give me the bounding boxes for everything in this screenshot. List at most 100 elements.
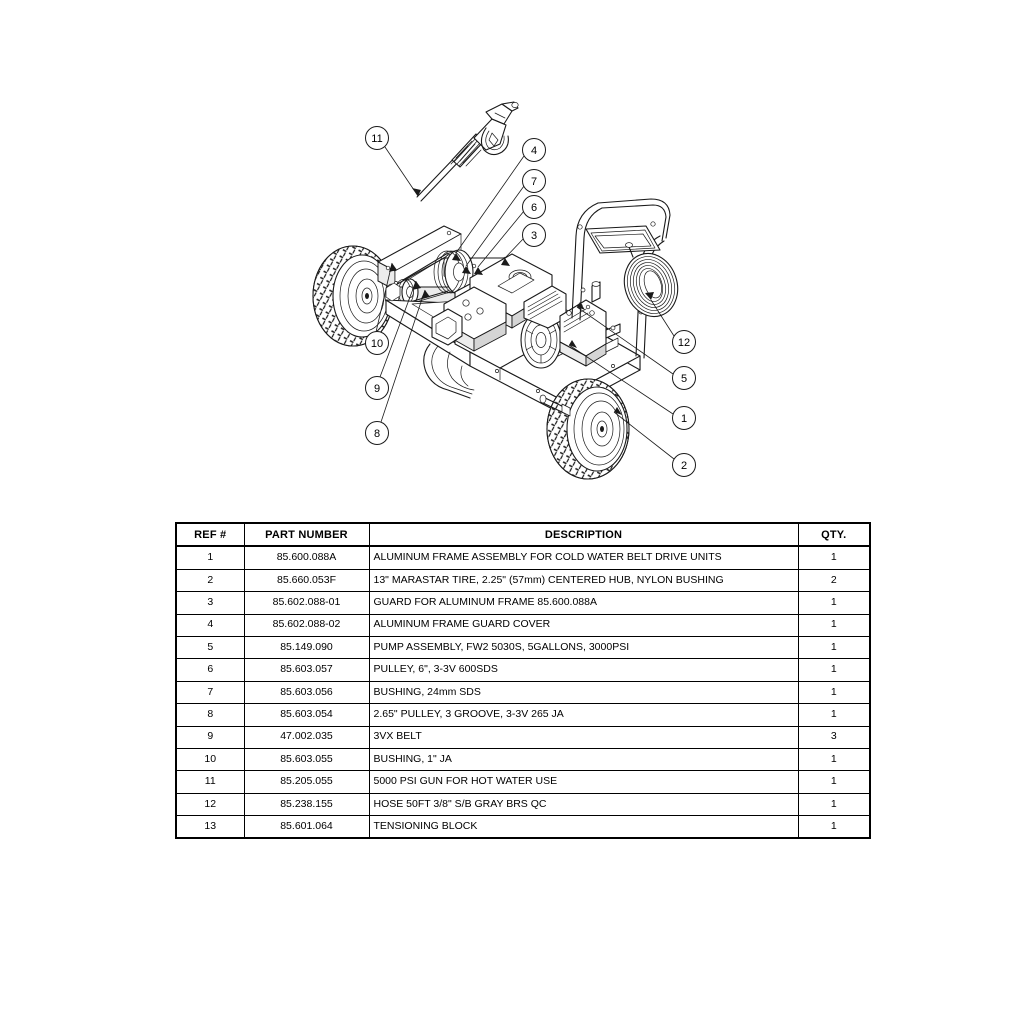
callout-bubble-7: 7: [522, 169, 546, 193]
cell-desc: BUSHING, 1" JA: [368, 747, 799, 772]
callout-label-6: 6: [531, 202, 537, 214]
callout-label-12: 12: [678, 337, 690, 349]
callout-label-10: 10: [371, 338, 383, 350]
leader-9: [379, 280, 417, 378]
callout-bubble-9: 9: [365, 376, 389, 400]
leader-7: [465, 185, 525, 267]
right-tire-graphic: [539, 378, 630, 480]
callout-leader-lines: [375, 146, 675, 460]
cell-part: 85.602.088-02: [243, 613, 370, 637]
leader-6: [477, 210, 525, 268]
cell-ref: 4: [175, 613, 245, 637]
assembly-illustration: .ln { fill:none; stroke:#1a1a1a; stroke-…: [0, 0, 1024, 500]
cell-qty: 1: [797, 591, 871, 615]
cell-qty: 2: [797, 568, 871, 593]
column-header-part: PART NUMBER: [243, 522, 370, 548]
cell-qty: 1: [797, 635, 871, 660]
cell-part: 85.601.064: [243, 815, 370, 839]
cell-part: 47.002.035: [243, 725, 370, 749]
callout-bubble-6: 6: [522, 195, 546, 219]
callout-bubble-4: 4: [522, 138, 546, 162]
leader-3: [504, 237, 525, 259]
callout-label-9: 9: [374, 383, 380, 395]
cell-ref: 7: [175, 680, 245, 705]
leader-11: [384, 146, 419, 197]
cell-ref: 13: [175, 815, 245, 839]
leader-8: [380, 289, 426, 423]
cell-ref: 8: [175, 703, 245, 727]
callout-bubble-5: 5: [672, 366, 696, 390]
cell-ref: 6: [175, 658, 245, 682]
cell-qty: 1: [797, 770, 871, 794]
engine-graphic: [423, 253, 567, 399]
tensioning-block-graphic: [385, 282, 401, 302]
cell-part: 85.603.056: [243, 680, 370, 705]
cell-part: 85.603.055: [243, 747, 370, 772]
table-header-row: REF # PART NUMBER DESCRIPTION QTY.: [175, 522, 871, 548]
callout-bubble-10: 10: [365, 331, 389, 355]
callout-label-2: 2: [681, 460, 687, 472]
callout-bubbles: 11 4 7 6 3: [365, 126, 696, 477]
callout-arrowheads: [389, 188, 654, 415]
leader-12: [650, 299, 675, 337]
cell-desc: TENSIONING BLOCK: [368, 815, 799, 839]
spray-gun-graphic: [416, 101, 519, 202]
column-header-qty: QTY.: [797, 522, 871, 548]
callout-label-5: 5: [681, 373, 687, 385]
cell-ref: 5: [175, 635, 245, 660]
callout-bubble-1: 1: [672, 406, 696, 430]
cell-part: 85.149.090: [243, 635, 370, 660]
cell-desc: ALUMINUM FRAME GUARD COVER: [368, 613, 799, 637]
cell-desc: 3VX BELT: [368, 725, 799, 749]
cell-desc: BUSHING, 24mm SDS: [368, 680, 799, 705]
callout-label-4: 4: [531, 145, 537, 157]
callout-bubble-3: 3: [522, 223, 546, 247]
cell-qty: 1: [797, 815, 871, 839]
callout-label-1: 1: [681, 413, 687, 425]
cell-desc: GUARD FOR ALUMINUM FRAME 85.600.088A: [368, 591, 799, 615]
cell-qty: 1: [797, 545, 871, 570]
cell-qty: 1: [797, 703, 871, 727]
column-header-desc: DESCRIPTION: [368, 522, 799, 548]
leader-5: [576, 306, 674, 375]
cell-qty: 1: [797, 747, 871, 772]
cell-part: 85.238.155: [243, 792, 370, 817]
leader-1: [568, 344, 674, 415]
cell-desc: ALUMINUM FRAME ASSEMBLY FOR COLD WATER B…: [368, 545, 799, 570]
cell-ref: 12: [175, 792, 245, 817]
cell-ref: 2: [175, 568, 245, 593]
hose-coil-graphic: [623, 242, 679, 318]
cell-desc: HOSE 50FT 3/8" S/B GRAY BRS QC: [368, 792, 799, 817]
cell-part: 85.205.055: [243, 770, 370, 794]
column-header-ref: REF #: [175, 522, 245, 548]
cell-part: 85.602.088-01: [243, 591, 370, 615]
cell-part: 85.603.054: [243, 703, 370, 727]
cell-qty: 1: [797, 658, 871, 682]
cell-ref: 9: [175, 725, 245, 749]
cell-qty: 3: [797, 725, 871, 749]
cell-desc: PUMP ASSEMBLY, FW2 5030S, 5GALLONS, 3000…: [368, 635, 799, 660]
leader-2: [613, 411, 675, 460]
cell-ref: 3: [175, 591, 245, 615]
callout-label-7: 7: [531, 176, 537, 188]
callout-label-11: 11: [371, 133, 382, 145]
cell-desc: 5000 PSI GUN FOR HOT WATER USE: [368, 770, 799, 794]
callout-bubble-12: 12: [672, 330, 696, 354]
callout-bubble-8: 8: [365, 421, 389, 445]
cell-ref: 11: [175, 770, 245, 794]
callout-bubble-2: 2: [672, 453, 696, 477]
cell-desc: 13" MARASTAR TIRE, 2.25" (57mm) CENTERED…: [368, 568, 799, 593]
